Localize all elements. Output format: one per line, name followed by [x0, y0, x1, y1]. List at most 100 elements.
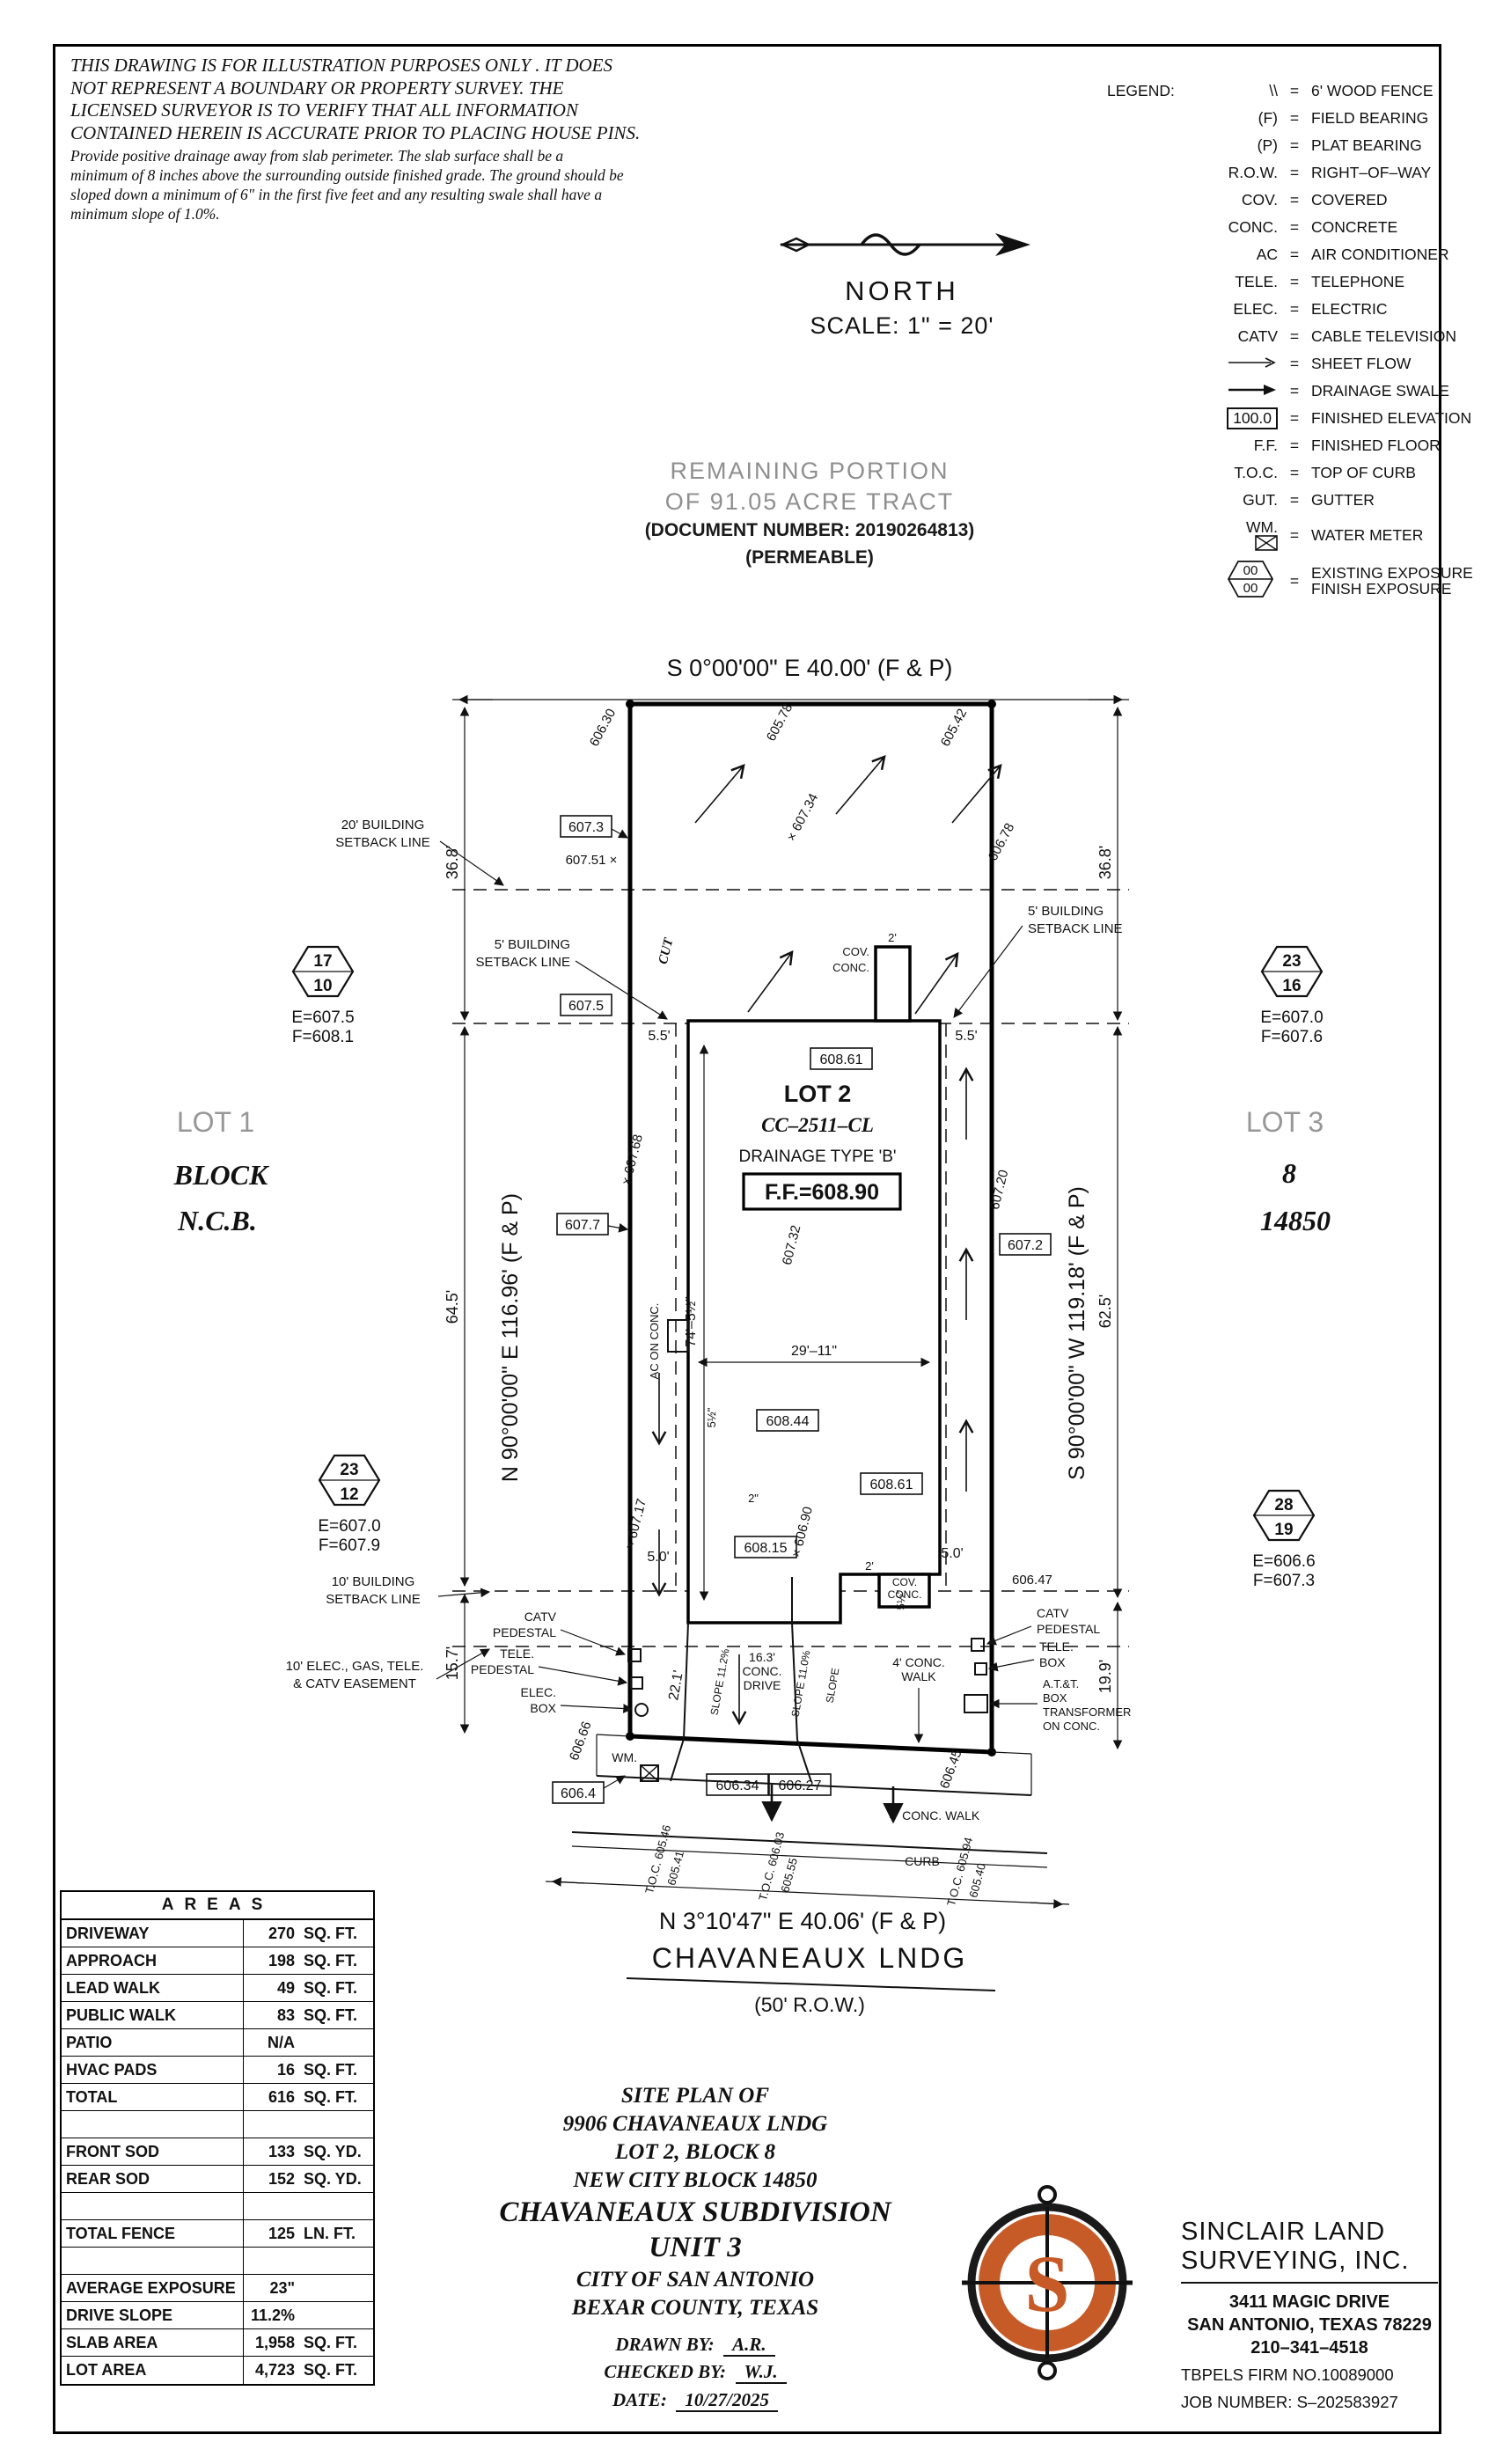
legend-row: ELEC.=ELECTRIC [1107, 296, 1473, 323]
att-box-label: BOX [1043, 1691, 1067, 1705]
bearing-north: S 0°00'00" E 40.00' (F & P) [667, 655, 953, 681]
legend: LEGEND: \\ = 6' WOOD FENCE (F)=FIELD BEA… [1107, 77, 1473, 605]
boxed-elevation-value: 608.15 [744, 1541, 788, 1556]
table-row [62, 2248, 373, 2275]
finished-floor-box: F.F.=608.90 [742, 1172, 902, 1211]
finished-floor-value: F.F.=608.90 [765, 1180, 879, 1205]
legend-text: DRAINAGE SWALE [1311, 382, 1449, 400]
exposure-hex-icon: 00 00 [1227, 560, 1274, 598]
dim-label: 5.0' [647, 1550, 669, 1565]
exposure-finish: 16 [1282, 977, 1301, 995]
tele-box-label: BOX [1039, 1655, 1066, 1669]
exposure-finish: 10 [313, 977, 332, 995]
legend-abbr: COV. [1241, 191, 1278, 209]
elevation-e: E=607.0 [318, 1517, 380, 1536]
row-num: 152 [243, 2166, 297, 2192]
conc-drive-label: CONC. [742, 1664, 781, 1678]
equals: = [1289, 571, 1300, 590]
date-value: 10/27/2025 [676, 2388, 778, 2412]
legend-text: TELEPHONE [1311, 273, 1404, 290]
boxed-elevation: 608.61 [860, 1472, 923, 1495]
walk-label: WALK [901, 1669, 936, 1683]
legend-text: FINISHED ELEVATION [1311, 409, 1472, 427]
spot-elevation: × 607.34 [784, 791, 822, 844]
catv-pedestal-label: CATV [1037, 1606, 1069, 1620]
row-num [243, 2111, 297, 2138]
drainage-note-line: minimum slope of 1.0%. [70, 204, 220, 223]
covered-conc-label: CONC. [888, 1588, 922, 1601]
row-unit: SQ. YD. [304, 2142, 362, 2160]
date-label: DATE: [612, 2388, 667, 2410]
equals: = [1289, 273, 1300, 290]
slope-label: SLOPE 11.0% [789, 1649, 813, 1718]
areas-title: AREAS [62, 1892, 373, 1920]
row-num: 125 [243, 2220, 297, 2247]
walk-label: 4' CONC. [892, 1655, 944, 1669]
equals: = [1289, 491, 1300, 509]
legend-abbr: R.O.W. [1228, 164, 1278, 181]
row-unit: SQ. FT. [304, 1924, 358, 1942]
lot1-block-label: BLOCK [173, 1159, 270, 1191]
row-num: 83 [243, 2002, 297, 2028]
setback-5-left-label: 5' BUILDING [495, 937, 570, 952]
tract-line: REMAINING PORTION [670, 458, 950, 484]
lot2-drainage-label: DRAINAGE TYPE 'B' [738, 1148, 896, 1166]
dim-label: 5½" [705, 1407, 718, 1427]
checked-by-value: W.J. [735, 2361, 787, 2384]
sheet-flow-arrows [651, 755, 1002, 1726]
easement-label: 10' ELEC., GAS, TELE. [286, 1659, 424, 1674]
row-unit: SQ. YD. [304, 2169, 362, 2188]
boxed-elevation-value: 607.3 [568, 820, 604, 835]
legend-text: WATER METER [1311, 525, 1424, 544]
row-num: 16 [243, 2057, 297, 2083]
equals: = [1289, 382, 1300, 400]
setback-5-right-label: SETBACK LINE [1028, 921, 1123, 936]
table-row: HVAC PADS 16 SQ. FT. [62, 2057, 373, 2084]
equals: = [1289, 327, 1300, 345]
county-label: BEXAR COUNTY, TEXAS [571, 2295, 819, 2320]
drainage-swale-icon [1184, 382, 1278, 400]
spot-elevation: × 607.17 [622, 1497, 649, 1551]
legend-text: 6' WOOD FENCE [1311, 82, 1434, 99]
row-unit: SQ. FT. [304, 2087, 358, 2106]
tract-doc-number: (DOCUMENT NUMBER: 20190264813) [644, 520, 975, 541]
disclaimer-note: THIS DRAWING IS FOR ILLUSTRATION PURPOSE… [70, 55, 651, 224]
ac-label: AC ON CONC. [648, 1303, 661, 1380]
legend-abbr: CATV [1237, 327, 1278, 345]
water-meter-label: WM. [612, 1750, 637, 1764]
row-label: SLAB AREA [66, 2333, 158, 2351]
legend-abbr: GUT. [1243, 491, 1278, 509]
legend-row: R.O.W.=RIGHT–OF–WAY [1107, 159, 1473, 187]
divider [1181, 2281, 1438, 2284]
row-num: 270 [243, 1920, 297, 1947]
bearing-east: S 90°00'00" W 119.18' (F & P) [1065, 1186, 1089, 1480]
legend-text: COVERED [1311, 191, 1388, 209]
elevation-f: F=608.1 [292, 1028, 354, 1046]
covered-porch-front [877, 1573, 931, 1609]
boxed-elevation: 607.7 [556, 1213, 629, 1236]
north-label: NORTH [845, 275, 959, 306]
boxed-elevation-value: 607.2 [1008, 1238, 1043, 1253]
dim-label: 2" [748, 1492, 759, 1505]
legend-row: CATV=CABLE TELEVISION [1107, 323, 1473, 350]
legend-row: = SHEET FLOW [1107, 350, 1473, 378]
boxed-elevation: 607.2 [999, 1233, 1052, 1256]
sheet-flow-icon [1184, 355, 1278, 373]
row-num [243, 2193, 297, 2219]
title-line: 9906 CHAVANEAUX LNDG [562, 2112, 828, 2136]
dim-label: 64.5' [444, 1290, 461, 1324]
slope-label: SLOPE 11.2% [708, 1647, 732, 1716]
row-label: HVAC PADS [66, 2060, 158, 2079]
north-block: NORTH SCALE: 1" = 20' [757, 218, 1047, 340]
drawn-by-label: DRAWN BY: [615, 2333, 715, 2355]
dim-label: 19.9' [1096, 1660, 1114, 1693]
page-border [53, 44, 1441, 2434]
lot1-ncb-label: N.C.B. [177, 1205, 257, 1236]
setback-10-label: SETBACK LINE [326, 1592, 421, 1607]
row-unit: SQ. FT. [304, 2060, 358, 2079]
slope-label: SLOPE [824, 1667, 842, 1704]
setback-20-label: 20' BUILDING [341, 818, 425, 832]
